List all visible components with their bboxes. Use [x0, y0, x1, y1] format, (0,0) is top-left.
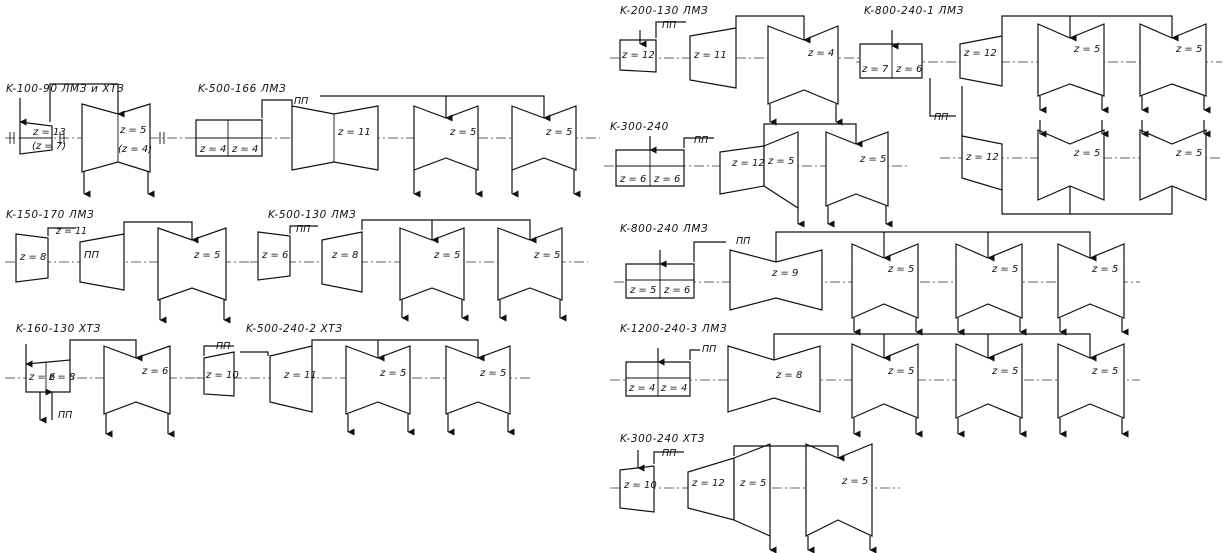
stage-label: z = 5 [991, 366, 1018, 377]
reheat-label: ПП [934, 112, 948, 123]
scheme-title: K-1200-240-3 ЛМЗ [620, 323, 727, 335]
stage-label: z = 5 [1175, 44, 1202, 55]
scheme-k500-240-2: K-500-240-2 ХТЗ z = 10 z = 11 z = 5 z = … [196, 323, 530, 436]
stage-label: z = 5 [1073, 148, 1100, 159]
stage-label: z = 8 [48, 372, 75, 383]
reheat-label: ПП [58, 410, 72, 421]
stage-label: z = 5 [841, 476, 868, 487]
reheat-label: ПП [216, 341, 230, 352]
scheme-k150-170: K-150-170 ЛМЗ z = 8 ПП z = 5 z = 11 [5, 209, 250, 324]
stage-label: z = 7 [861, 64, 889, 75]
stage-label: ПП [84, 250, 100, 261]
stage-label: z = 6 [663, 285, 690, 296]
stage-label: z = 12 [965, 152, 999, 163]
stage-label: z = 5 [1175, 148, 1202, 159]
stage-label: z = 5 [887, 264, 914, 275]
stage-label: z = 5 [449, 127, 476, 138]
stage-label: z = 5 [991, 264, 1018, 275]
scheme-k160-130: K-160-130 ХТЗ z = 6 z = 8 z = 6 ПП [5, 323, 200, 438]
stage-label: (z = 4) [118, 144, 152, 155]
stage-label: z = 4 [660, 383, 687, 394]
stage-label: (z = 7) [32, 141, 66, 152]
stage-label: z = 6 [895, 64, 922, 75]
stage-label: z = 9 [771, 268, 798, 279]
scheme-k500-130: K-500-130 ЛМЗ z = 6 z = 8 z = 5 z = 5 ПП [250, 209, 588, 322]
stage-label: z = 4 [231, 144, 258, 155]
stage-label: z = 4 [628, 383, 655, 394]
stage-label: z = 5 [193, 250, 220, 261]
scheme-k500-166: K-500-166 ЛМЗ z = 4 z = 4 z = 11 z = 5 z… [190, 83, 600, 198]
stage-label: z = 5 [767, 156, 794, 167]
reheat-label: ПП [702, 344, 716, 355]
stage-label: z = 5 [433, 250, 460, 261]
stage-label: z = 4 [807, 48, 834, 59]
stage-label: z = 5 [545, 127, 572, 138]
stage-label: z = 6 [28, 372, 55, 383]
stage-label: z = 12 [963, 48, 997, 59]
scheme-title: K-500-166 ЛМЗ [198, 83, 286, 95]
stage-label: z = 5 [379, 368, 406, 379]
scheme-k300-240-htz: K-300-240 ХТЗ z = 10 z = 12 z = 5 z = 5 … [610, 433, 900, 553]
stage-label: z = 6 [141, 366, 168, 377]
stage-label: z = 12 [731, 158, 765, 169]
stage-label: z = 5 [887, 366, 914, 377]
stage-label: z = 5 [629, 285, 656, 296]
stage-label: z = 8 [331, 250, 358, 261]
reheat-label: ПП [736, 236, 750, 247]
reheat-label: ПП [294, 96, 308, 107]
stage-label: z = 5 [533, 250, 560, 261]
scheme-title: K-300-240 ХТЗ [620, 433, 705, 445]
scheme-title: K-800-240-1 ЛМЗ [864, 5, 964, 17]
scheme-k1200-240-3: K-1200-240-3 ЛМЗ z = 4 z = 4 z = 8 z = 5… [610, 323, 1140, 438]
stage-label: z = 5 [859, 154, 886, 165]
stage-label: z = 12 [621, 50, 655, 61]
stage-label: z = 5 [1073, 44, 1100, 55]
scheme-title: K-200-130 ЛМЗ [620, 5, 708, 17]
stage-label: z = 11 [693, 50, 727, 61]
stage-label: z = 8 [19, 252, 46, 263]
scheme-k800-240: K-800-240 ЛМЗ z = 5 z = 6 z = 9 z = 5 z … [614, 223, 1140, 336]
reheat-label: z = 11 [55, 226, 87, 237]
stage-label: z = 6 [261, 250, 288, 261]
stage-label: z = 6 [653, 174, 680, 185]
stage-label: z = 5 [739, 478, 766, 489]
scheme-title: K-500-240-2 ХТЗ [246, 323, 343, 335]
scheme-title: K-160-130 ХТЗ [16, 323, 101, 335]
scheme-k800-240-1: K-800-240-1 ЛМЗ z = 7 z = 6 z = 12 z = 5… [856, 5, 1222, 215]
reheat-label: ПП [662, 20, 676, 31]
stage-label: z = 12 [691, 478, 725, 489]
reheat-label: ПП [662, 448, 676, 459]
stage-label: z = 10 [623, 480, 657, 491]
scheme-title: K-300-240 [610, 121, 669, 133]
reheat-label: ПП [694, 135, 708, 146]
scheme-k200-130: K-200-130 ЛМЗ z = 12 z = 11 z = 4 ПП [610, 5, 860, 126]
stage-label: z = 5 [1091, 264, 1118, 275]
stage-label: z = 4 [199, 144, 226, 155]
scheme-k300-240: K-300-240 z = 6 z = 6 z = 12 z = 5 z = 5… [604, 121, 910, 228]
stage-label: z = 11 [337, 127, 371, 138]
scheme-title: K-100-90 ЛМЗ и ХТЗ [6, 83, 124, 95]
stage-label: z = 13 [32, 127, 66, 138]
stage-label: z = 5 [119, 125, 146, 136]
stage-label: z = 10 [205, 370, 239, 381]
stage-label: z = 11 [283, 370, 317, 381]
stage-label: z = 5 [479, 368, 506, 379]
reheat-label: ПП [296, 224, 310, 235]
stage-label: z = 8 [775, 370, 802, 381]
scheme-title: K-500-130 ЛМЗ [268, 209, 356, 221]
scheme-title: K-150-170 ЛМЗ [6, 209, 94, 221]
scheme-k100-90: K-100-90 ЛМЗ и ХТЗ z = 13 (z = 7) z = 5 … [5, 83, 190, 198]
scheme-title: K-800-240 ЛМЗ [620, 223, 708, 235]
stage-label: z = 6 [619, 174, 646, 185]
stage-label: z = 5 [1091, 366, 1118, 377]
